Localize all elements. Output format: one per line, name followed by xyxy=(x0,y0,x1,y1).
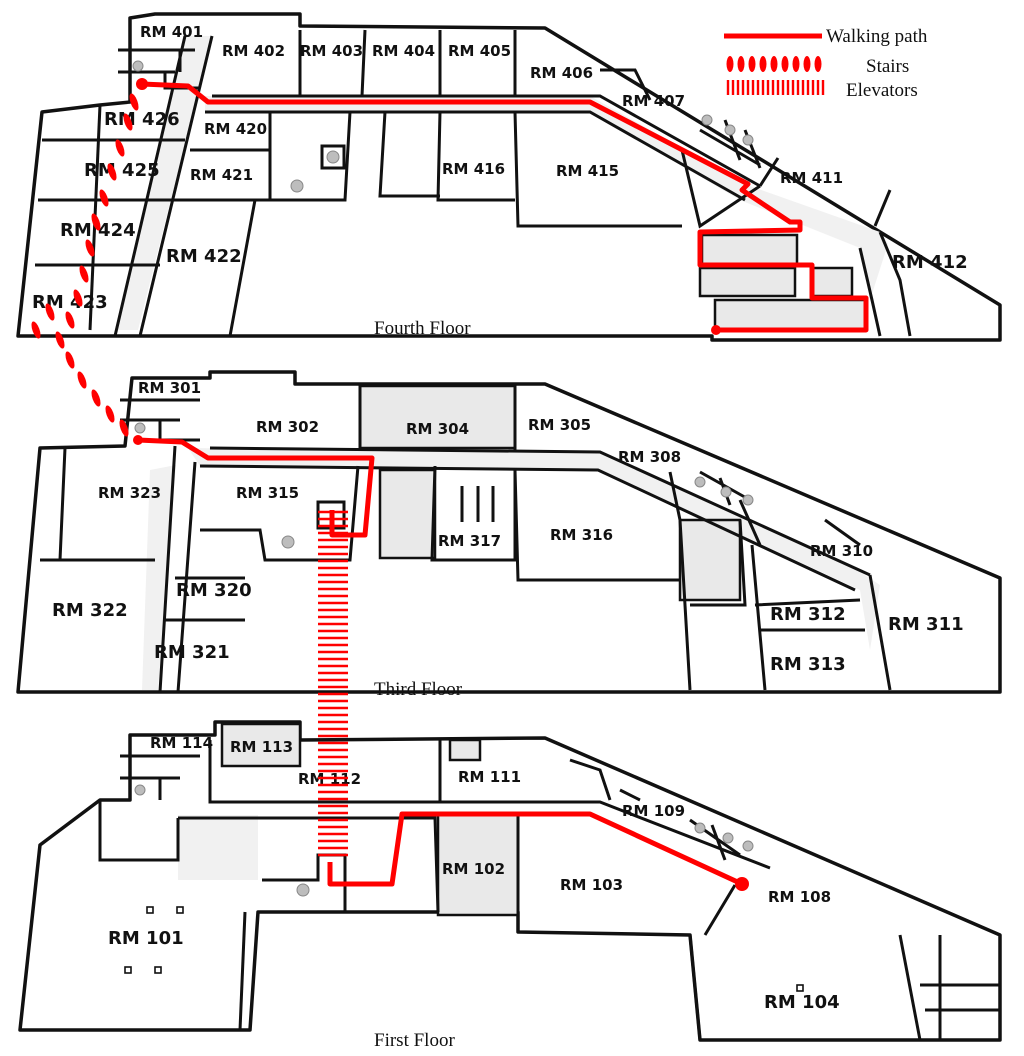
room-label: RM 108 xyxy=(768,888,831,906)
room-label: RM 103 xyxy=(560,876,623,894)
path-endpoint xyxy=(133,435,143,445)
stairs-dot xyxy=(105,405,115,423)
stairs-dot xyxy=(129,93,139,111)
stairs-legend-dot xyxy=(803,56,811,72)
stairs-legend-dot xyxy=(726,56,734,72)
room-label: RM 316 xyxy=(550,526,613,544)
room-label: RM 424 xyxy=(60,220,136,241)
stairs-dot xyxy=(91,389,101,407)
stairs-dot xyxy=(31,321,41,339)
third-floor: RM 301 RM 302 RM 304 RM 305 RM 308 RM 31… xyxy=(16,370,1002,700)
room-label: RM 421 xyxy=(190,166,253,184)
stairs-legend-dot xyxy=(770,56,778,72)
stairs-legend-dot xyxy=(792,56,800,72)
room-label: RM 101 xyxy=(108,928,184,949)
room-label: RM 302 xyxy=(256,418,319,436)
stairs-dot xyxy=(115,139,125,157)
floor-label-first: First Floor xyxy=(374,1030,455,1051)
room-label: RM 320 xyxy=(176,580,252,601)
walking-path-first xyxy=(327,811,744,887)
path-endpoint xyxy=(735,877,749,891)
room-label: RM 310 xyxy=(810,542,873,560)
room-label: RM 425 xyxy=(84,160,160,181)
room-label: RM 406 xyxy=(530,64,593,82)
stairs-dot xyxy=(79,265,89,283)
stairs-legend-swatch xyxy=(726,56,822,72)
room-label: RM 109 xyxy=(622,802,685,820)
stairs-dot xyxy=(123,113,133,131)
room-label: RM 311 xyxy=(888,614,964,635)
stairs-legend-dot xyxy=(737,56,745,72)
room-label: RM 111 xyxy=(458,768,521,786)
fourth-floor: RM 401 RM 402 RM 403 RM 404 RM 405 RM 40… xyxy=(16,12,1002,342)
stairs-dot xyxy=(85,239,95,257)
stairs-dot xyxy=(65,351,75,369)
floor-label-third: Third Floor xyxy=(374,679,463,700)
path-endpoint xyxy=(711,325,721,335)
room-label: RM 404 xyxy=(372,42,435,60)
stairs-legend-dot xyxy=(814,56,822,72)
stairs-dot xyxy=(73,289,83,307)
elevator-connector xyxy=(318,510,348,857)
room-label: RM 402 xyxy=(222,42,285,60)
room-label: RM 407 xyxy=(622,92,685,110)
elevators-legend-swatch xyxy=(726,80,825,95)
room-label: RM 312 xyxy=(770,604,846,625)
room-label: RM 322 xyxy=(52,600,128,621)
room-label: RM 313 xyxy=(770,654,846,675)
room-label: RM 420 xyxy=(204,120,267,138)
stairs-dot xyxy=(45,303,55,321)
room-label: RM 308 xyxy=(618,448,681,466)
room-label: RM 315 xyxy=(236,484,299,502)
legend-stairs: Stairs xyxy=(866,56,909,77)
walking-path-third xyxy=(137,437,375,538)
stairs-dot xyxy=(65,311,75,329)
room-label: RM 113 xyxy=(230,738,293,756)
stairs-dot xyxy=(91,213,101,231)
stairs-dot xyxy=(55,331,65,349)
stairs-dot xyxy=(107,163,117,181)
room-label: RM 102 xyxy=(442,860,505,878)
room-label: RM 412 xyxy=(892,252,968,273)
walking-path-fourth xyxy=(141,81,869,333)
room-label: RM 104 xyxy=(764,992,840,1013)
room-label: RM 403 xyxy=(300,42,363,60)
room-label: RM 114 xyxy=(150,734,213,752)
stairs-legend-dot xyxy=(759,56,767,72)
stairs-dot xyxy=(77,371,87,389)
room-label: RM 426 xyxy=(104,109,180,130)
stairs-connector xyxy=(31,93,139,437)
room-label: RM 323 xyxy=(98,484,161,502)
room-label: RM 423 xyxy=(32,292,108,313)
room-label: RM 401 xyxy=(140,23,203,41)
first-floor: RM 114 RM 113 RM 112 RM 111 RM 109 RM 10… xyxy=(18,720,1002,1051)
stairs-legend-dot xyxy=(748,56,756,72)
room-label: RM 301 xyxy=(138,379,201,397)
floor-label-fourth: Fourth Floor xyxy=(374,318,471,339)
stairs-dot xyxy=(99,189,109,207)
room-label: RM 416 xyxy=(442,160,505,178)
room-label: RM 304 xyxy=(406,420,469,438)
legend-elevators: Elevators xyxy=(846,80,918,101)
room-label: RM 411 xyxy=(780,169,843,187)
room-label: RM 422 xyxy=(166,246,242,267)
stairs-dot xyxy=(119,419,129,437)
room-label: RM 405 xyxy=(448,42,511,60)
room-label: RM 321 xyxy=(154,642,230,663)
legend: Walking path Stairs Elevators xyxy=(724,26,928,101)
room-label: RM 317 xyxy=(438,532,501,550)
room-label: RM 305 xyxy=(528,416,591,434)
room-label: RM 415 xyxy=(556,162,619,180)
legend-walking-path: Walking path xyxy=(826,26,928,47)
path-endpoint xyxy=(136,78,148,90)
stairs-legend-dot xyxy=(781,56,789,72)
